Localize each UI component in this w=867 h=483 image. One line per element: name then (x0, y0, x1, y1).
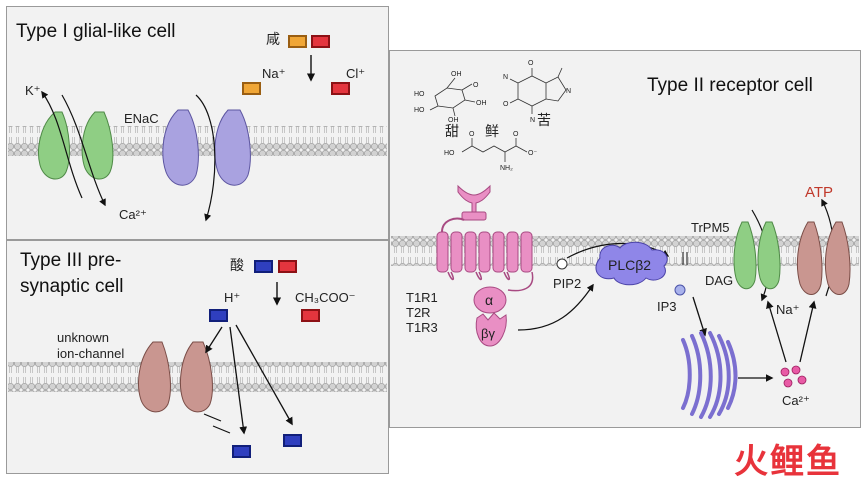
h-to-channel-arrow (205, 326, 223, 354)
trpm5-label: TrPM5 (691, 220, 730, 235)
glucose-oh-2: OH (476, 100, 487, 107)
caffeine-n-1: N (503, 74, 508, 81)
acetate-label: CH₃COO⁻ (295, 290, 356, 305)
glucose-structure (429, 77, 476, 117)
glucose-oh-3: OH (448, 117, 459, 124)
h-label: H⁺ (224, 290, 241, 305)
sour-label: 酸 (230, 258, 244, 274)
sour-ion-red (278, 260, 297, 273)
glucose-ho-1: HO (414, 91, 425, 98)
pip2-circle (556, 258, 568, 270)
unknown-channel-left (138, 341, 171, 413)
alpha-label: α (485, 292, 494, 308)
acetate-ion (301, 309, 320, 322)
endoplasmic-reticulum (681, 331, 738, 419)
ca-label-type2: Ca²⁺ (782, 393, 810, 408)
k-label: K⁺ (25, 83, 41, 98)
g-betagamma-subunit (475, 312, 507, 347)
gprotein-to-plc-arrow (517, 283, 594, 331)
plc-enzyme (595, 241, 668, 286)
plcb2-label: PLCβ2 (608, 257, 652, 273)
inhibit-line (203, 413, 222, 422)
atp-channel-left (796, 221, 823, 295)
glutamate-o-3: O⁻ (528, 150, 537, 157)
calcium-ions (780, 365, 807, 388)
h-ion-inside-1 (232, 445, 251, 458)
h-right-arrow (235, 324, 293, 426)
na-label-type1: Na⁺ (262, 66, 286, 81)
glucose-ho-2: HO (414, 107, 425, 114)
na-label-type2: Na⁺ (776, 302, 800, 317)
inhibit-line-2 (212, 425, 231, 434)
gpcr-receptor (436, 184, 534, 292)
ip3-label: IP3 (657, 299, 677, 314)
caffeine-n-3: N (566, 88, 571, 95)
atp-channel-right (824, 221, 851, 295)
unknown-channel-right (180, 341, 213, 413)
glutamate-ho: HO (444, 150, 455, 157)
sour-ion-blue (254, 260, 273, 273)
watermark-logo: 火鲤鱼 (734, 442, 842, 482)
cl-label: Cl⁺ (346, 66, 366, 81)
enac-channel-left (162, 109, 199, 186)
ca-arrow-type1 (61, 94, 106, 207)
enac-channel-right (214, 109, 251, 186)
sweet-label: 甜 (445, 124, 459, 140)
ca-to-atp-arrow (799, 300, 817, 363)
t1r1-label: T1R1 (406, 290, 438, 305)
enac-label: ENaC (124, 111, 159, 126)
ca-to-trpm5-arrow (766, 300, 787, 363)
salty-ion-orange (288, 35, 307, 48)
glial-channel-left (38, 111, 70, 180)
glial-channel-right (81, 111, 114, 180)
glutamate-o-2: O (513, 131, 519, 138)
caffeine-o-2: O (503, 101, 509, 108)
bitter-label: 苦 (537, 113, 551, 129)
t1r3-label: T1R3 (406, 320, 438, 335)
atp-label: ATP (805, 184, 834, 201)
glutamate-nh2: NH₂ (500, 165, 513, 172)
glucose-oh-1: OH (451, 71, 462, 78)
na-arrow-enac (195, 94, 216, 222)
na-ion (242, 82, 261, 95)
glutamate-o-1: O (469, 131, 475, 138)
type2-title: Type II receptor cell (647, 75, 813, 96)
trpm5-channel-left (733, 221, 757, 290)
caffeine-n-2: N (530, 117, 535, 124)
type1-title: Type I glial-like cell (16, 21, 176, 42)
t2r-label: T2R (406, 305, 431, 320)
ip3-circle (674, 284, 686, 296)
unknown-channel-label-1: unknown (57, 330, 110, 345)
type3-title-line1: Type III pre- (20, 250, 122, 271)
cl-ion (331, 82, 350, 95)
salty-ion-red (311, 35, 330, 48)
h-ion-inside-2 (283, 434, 302, 447)
ca-label-type1: Ca²⁺ (119, 207, 147, 222)
unknown-channel-label-2: ion-channel (57, 346, 125, 361)
h-down-arrow (229, 326, 248, 435)
g-alpha-subunit (473, 286, 507, 314)
ip3-to-er-arrow (692, 296, 707, 337)
umami-label: 鲜 (485, 124, 499, 140)
dag-label: DAG (705, 273, 734, 288)
k-arrow (41, 90, 83, 199)
pip2-label: PIP2 (553, 276, 582, 291)
trpm5-channel-right (757, 221, 781, 290)
betagamma-label: βγ (481, 326, 495, 341)
glucose-o: O (473, 82, 479, 89)
glutamate-structure (461, 138, 528, 162)
caffeine-structure (509, 67, 567, 114)
type3-title-line2: synaptic cell (20, 276, 124, 297)
caffeine-o-1: O (528, 60, 534, 67)
salty-label: 咸 (266, 32, 280, 48)
h-ion (209, 309, 228, 322)
